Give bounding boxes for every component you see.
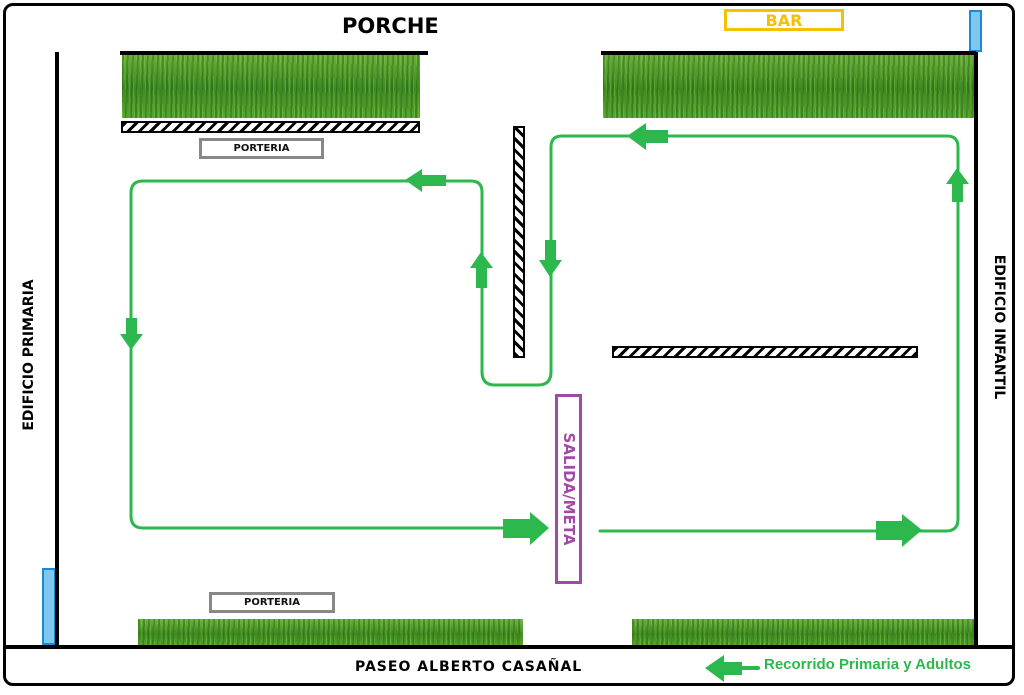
grass-top-left [122,53,420,118]
arrow-right-2 [876,514,922,547]
legend-text: Recorrido Primaria y Adultos [764,656,971,673]
arrow-left-1 [405,169,446,192]
arrow-down-1 [120,318,143,350]
route-arrows [120,123,969,682]
route-path [129,134,960,670]
porteria-top-label: PORTERIA [199,138,324,159]
grass-top-right [603,53,974,118]
paseo-label: PASEO ALBERTO CASAÑAL [355,659,583,675]
bar-label: BAR [724,9,844,31]
grass-bottom-right [632,619,974,646]
arrow-down-2 [539,240,562,277]
porteria-bottom-label: PORTERIA [209,592,335,613]
salida-meta-box: SALIDA/META [555,394,582,584]
walls [4,51,1012,649]
fence-top-left [121,121,420,133]
fence-right-horizontal [612,346,918,358]
arrow-right-1 [503,512,549,545]
arrow-left-2 [627,123,668,150]
grass-bottom-left [138,619,523,646]
fence-center-vertical [513,126,525,358]
arrow-up-1 [470,252,493,288]
green-arrow-left-icon [705,655,742,682]
porche-label: PORCHE [342,14,439,38]
arrow-up-2 [946,168,969,202]
